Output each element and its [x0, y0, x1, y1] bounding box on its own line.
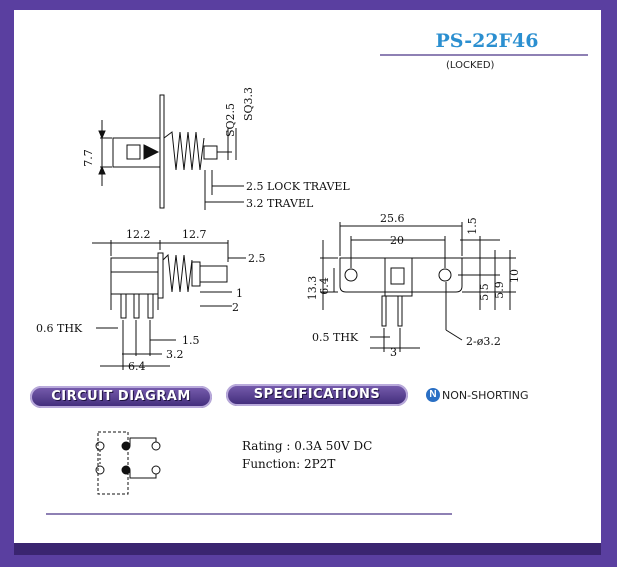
top-dim-hole: 2-ø3.2 — [466, 335, 501, 348]
top-dim-hole-spacing: 20 — [390, 234, 404, 247]
top-dim-thk: 0.5 THK — [312, 331, 359, 344]
front-dim-plunger: 2.5 — [248, 252, 266, 265]
top-dim-1-5: 1.5 — [466, 217, 479, 235]
circuit-diagram-label: CIRCUIT DIAGRAM — [51, 389, 191, 404]
top-dim-pitch: 3 — [390, 346, 397, 359]
side-dim-height: 7.7 — [82, 149, 95, 167]
specifications-label: SPECIFICATIONS — [253, 387, 381, 402]
top-dim-5-5: 5.5 — [478, 283, 491, 301]
side-dim-travel: 3.2 TRAVEL — [246, 197, 314, 210]
front-dim-w1: 12.2 — [126, 228, 151, 241]
front-dim-w2: 12.7 — [182, 228, 207, 241]
circuit-diagram-banner: CIRCUIT DIAGRAM — [30, 386, 212, 408]
circuit-diagram — [95, 431, 161, 495]
non-shorting-icon: N — [426, 388, 440, 402]
top-dim-total-width: 25.6 — [380, 212, 405, 225]
spec-rating: Rating : 0.3A 50V DC — [242, 439, 373, 453]
page-title: PS-22F46 — [435, 30, 539, 52]
top-dim-13-3: 13.3 — [306, 276, 319, 301]
top-dim-10: 10 — [508, 269, 521, 283]
front-dim-6-4: 6.4 — [128, 360, 146, 373]
side-dim-lock-travel: 2.5 LOCK TRAVEL — [246, 180, 350, 193]
side-dim-sq2: SQ3.3 — [242, 87, 255, 121]
page-subtitle: (LOCKED) — [446, 60, 495, 71]
front-dim-1: 1 — [236, 287, 243, 300]
specifications-banner: SPECIFICATIONS — [226, 384, 408, 406]
spec-function: Function: 2P2T — [242, 457, 336, 471]
side-dim-sq1: SQ2.5 — [224, 103, 237, 137]
top-view-drawing — [320, 222, 516, 352]
front-dim-thk: 0.6 THK — [36, 322, 83, 335]
front-dim-1-5: 1.5 — [182, 334, 200, 347]
front-dim-3-2: 3.2 — [166, 348, 184, 361]
top-dim-6-4: 6.4 — [318, 277, 331, 295]
side-view-drawing — [98, 94, 244, 210]
top-dim-5-9: 5.9 — [493, 281, 506, 299]
non-shorting-label: NON-SHORTING — [442, 389, 529, 402]
front-dim-2: 2 — [232, 301, 239, 314]
front-view-drawing — [92, 240, 246, 370]
